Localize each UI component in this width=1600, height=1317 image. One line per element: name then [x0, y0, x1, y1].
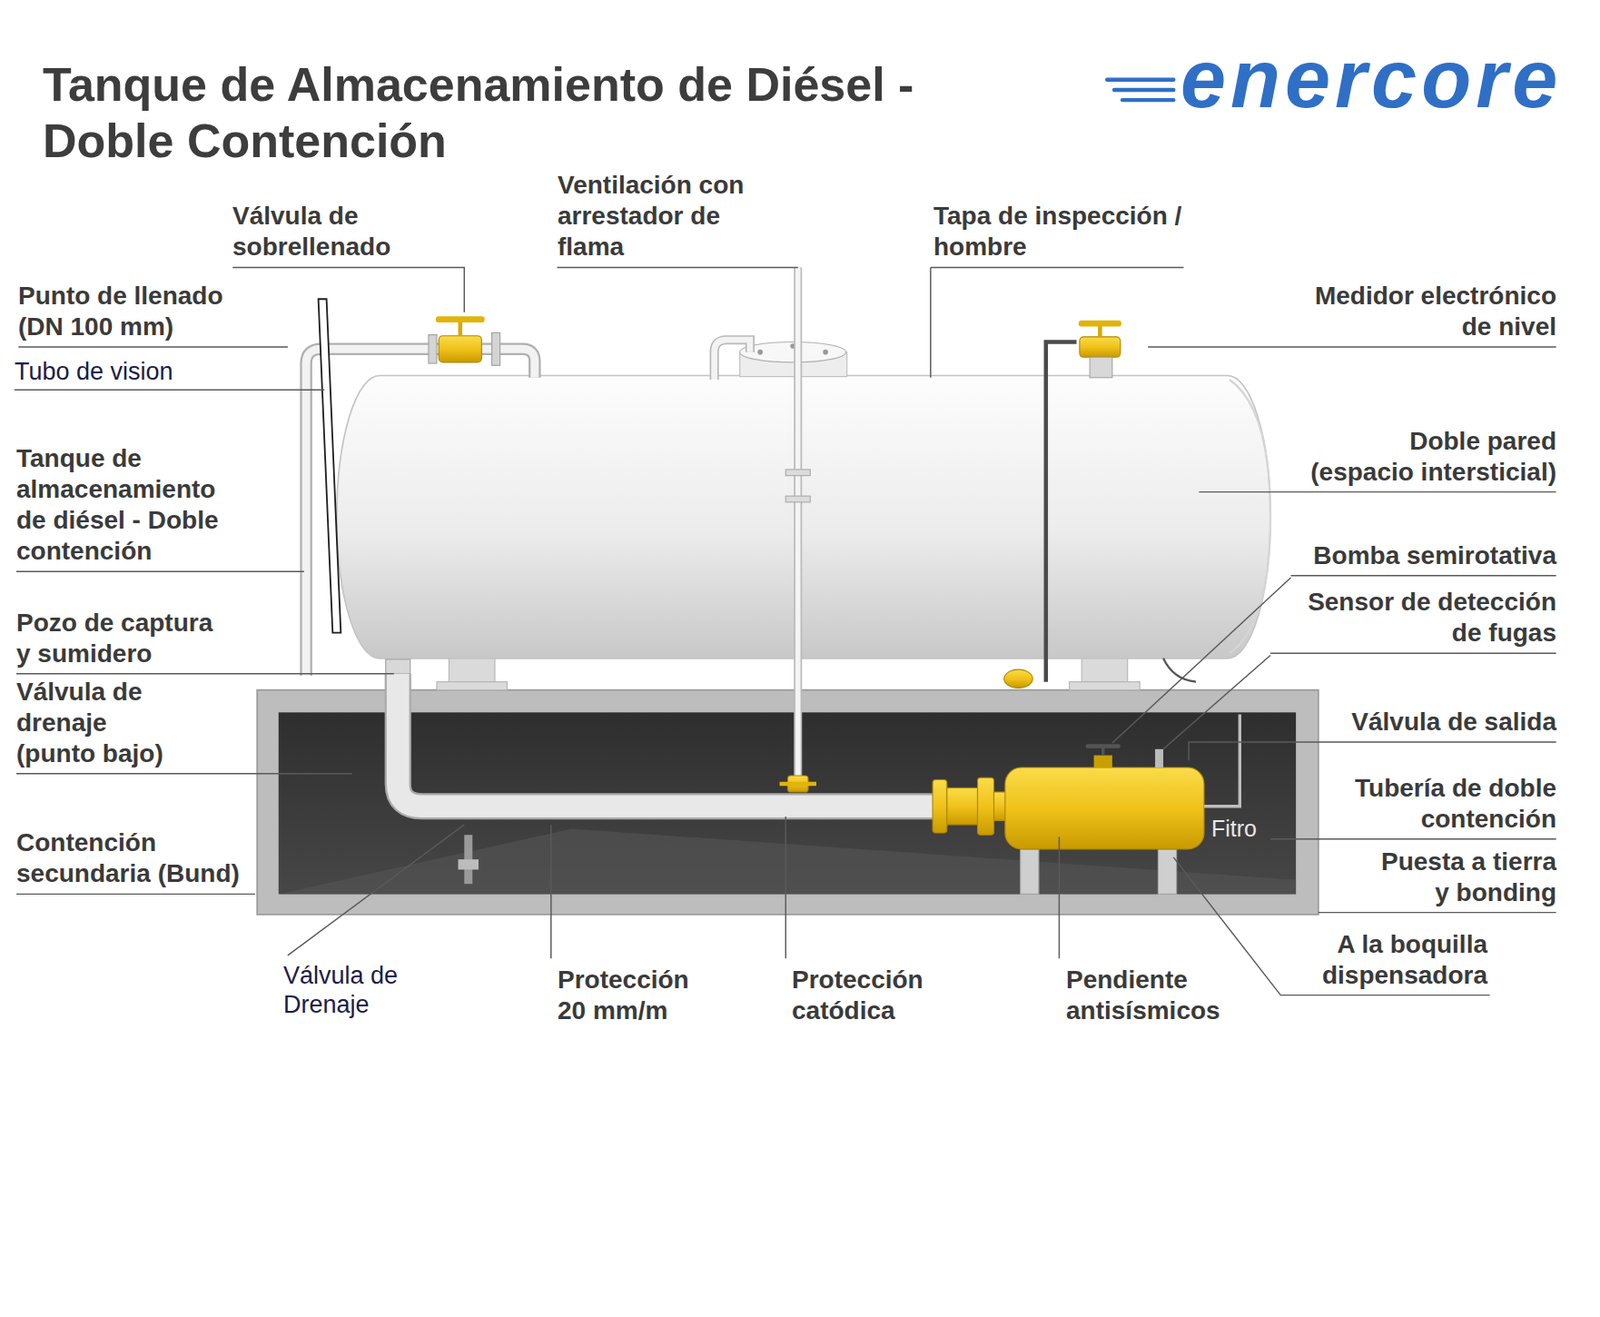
callout-label: Válvula de drenaje (punto bajo) — [16, 676, 180, 770]
callout-label: Puesta a tierra y bonding — [1374, 846, 1557, 909]
callout-label: Sensor de detección de fugas — [1279, 586, 1557, 649]
outlet-pipe — [385, 659, 1007, 835]
callout-label: Ventilación con arrestador de flama — [557, 169, 753, 263]
callout-label: Tapa de inspección / hombre — [933, 200, 1197, 263]
tank-body — [336, 375, 1271, 659]
callout-label: Contención secundaria (Bund) — [16, 827, 253, 889]
callout-label: Pozo de captura y sumidero — [16, 607, 221, 670]
callout-label: Tubo de vision — [14, 356, 233, 386]
callout-label: Válvula de sobrellenado — [232, 200, 401, 263]
logo-lines — [1106, 79, 1174, 100]
callout-label: A la boquilla dispensadora — [1314, 928, 1488, 991]
callout-label: Punto de llenado (DN 100 mm) — [18, 280, 237, 343]
callout-label: Válvula de Drenaje — [283, 960, 411, 1019]
callout-label: Tubería de doble contención — [1329, 772, 1557, 835]
leader-lines — [14, 266, 1557, 995]
callout-label: Protección catódica — [791, 964, 938, 1027]
vent-line — [780, 266, 817, 792]
callout-label: Fitro — [1211, 814, 1284, 842]
callout-label: Medidor electrónico de nivel — [1302, 280, 1557, 343]
level-gauge — [1004, 323, 1121, 688]
drain-valve — [458, 834, 479, 884]
callout-label: Protección 20 mm/m — [557, 964, 703, 1027]
manway — [714, 339, 848, 380]
callout-label: Pendiente antisísmicos — [1066, 964, 1225, 1027]
callout-label: Doble pared (espacio intersticial) — [1302, 425, 1557, 488]
sight-tube — [318, 298, 342, 633]
callout-label: Tanque de almacenamiento de diésel - Dob… — [16, 443, 244, 567]
callout-label: Válvula de salida — [1283, 706, 1557, 738]
diagram-title: Tanque de Almacenamiento de Diésel - Dob… — [42, 56, 988, 169]
callout-label: Bomba semirotativa — [1283, 540, 1557, 572]
brand-logo: enercore — [1180, 38, 1562, 120]
